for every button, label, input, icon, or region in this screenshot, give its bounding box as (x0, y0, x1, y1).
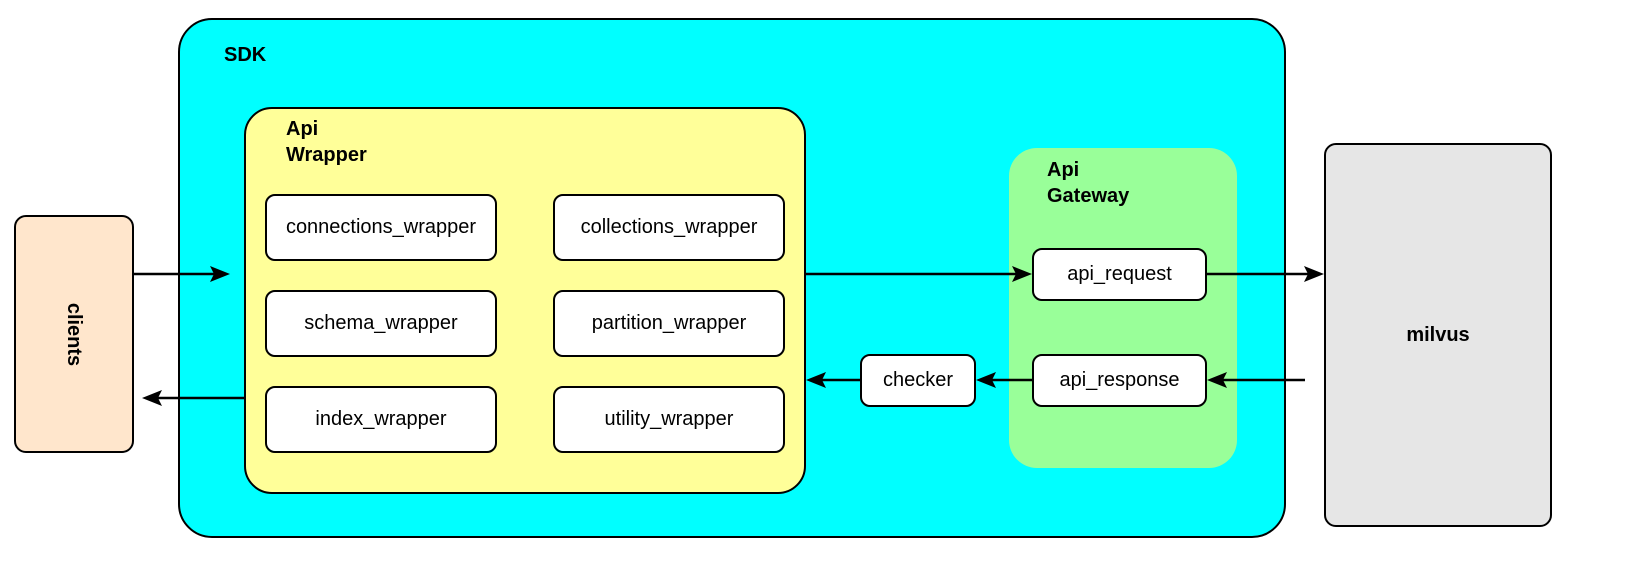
node-partition-wrapper-label: partition_wrapper (591, 312, 747, 334)
container-api-gateway-label: Api Gateway (1047, 159, 1130, 207)
node-utility-wrapper[interactable]: utility_wrapper (553, 386, 785, 453)
node-api-response-label: api_response (1059, 369, 1180, 391)
node-clients[interactable]: clients (14, 215, 134, 453)
node-connections-wrapper-label: connections_wrapper (285, 216, 477, 238)
node-index-wrapper[interactable]: index_wrapper (265, 386, 497, 453)
node-clients-label: clients (63, 302, 86, 366)
node-api-request-label: api_request (1067, 263, 1172, 285)
node-milvus[interactable]: milvus (1324, 143, 1552, 527)
node-milvus-label: milvus (1406, 323, 1470, 346)
node-connections-wrapper[interactable]: connections_wrapper (265, 194, 497, 261)
node-collections-wrapper[interactable]: collections_wrapper (553, 194, 785, 261)
node-checker-label: checker (882, 369, 954, 391)
node-checker[interactable]: checker (860, 354, 976, 407)
container-api-gateway[interactable]: Api Gateway (1009, 148, 1237, 468)
container-api-wrapper-label: Api Wrapper (286, 118, 367, 166)
node-utility-wrapper-label: utility_wrapper (604, 408, 734, 430)
node-index-wrapper-label: index_wrapper (315, 408, 447, 430)
node-schema-wrapper-label: schema_wrapper (304, 312, 458, 334)
node-partition-wrapper[interactable]: partition_wrapper (553, 290, 785, 357)
node-api-response[interactable]: api_response (1032, 354, 1207, 407)
node-schema-wrapper[interactable]: schema_wrapper (265, 290, 497, 357)
container-sdk-label: SDK (224, 44, 267, 66)
node-collections-wrapper-label: collections_wrapper (580, 216, 758, 238)
node-api-request[interactable]: api_request (1032, 248, 1207, 301)
